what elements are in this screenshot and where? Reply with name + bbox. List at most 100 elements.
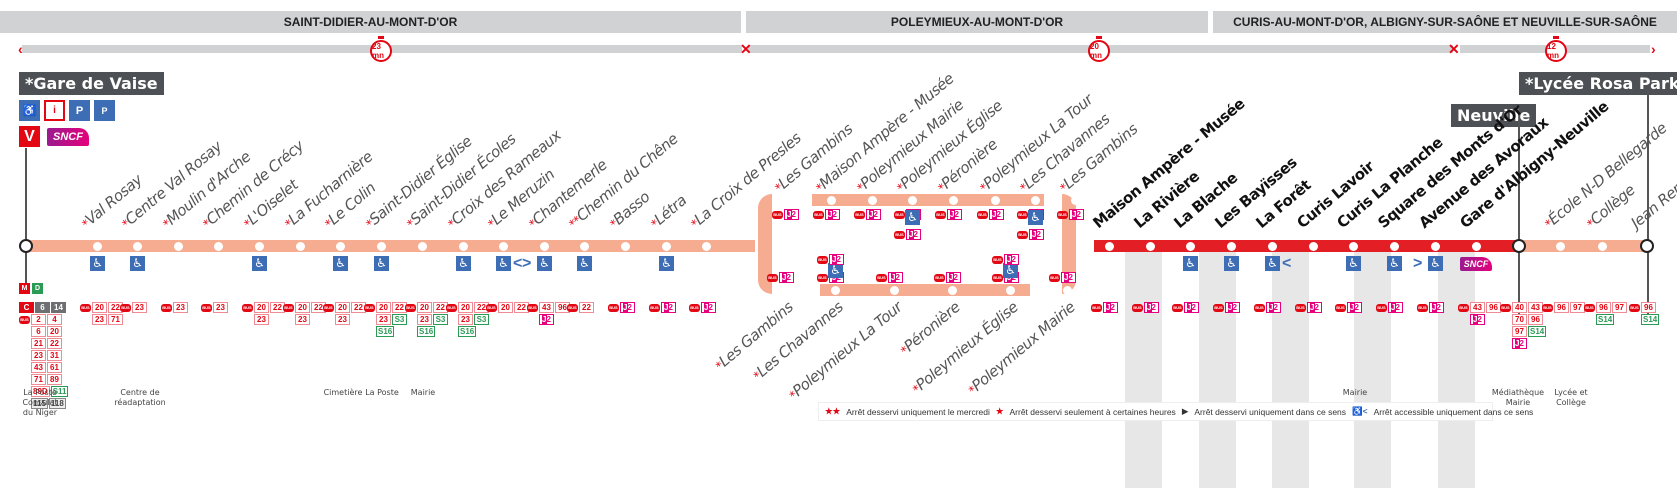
line-badge-96[interactable]: 96 [1641, 302, 1656, 313]
line-badge-14[interactable]: 14 [51, 302, 66, 313]
line-badge-20[interactable]: 20 [335, 302, 350, 313]
stop-dot[interactable] [948, 286, 957, 295]
line-badge-31[interactable]: 31 [47, 350, 62, 361]
line-badge-j2[interactable]: J2 [829, 254, 844, 265]
stop-label[interactable]: Jean Renoir [1627, 167, 1677, 232]
stop-dot[interactable] [868, 196, 877, 205]
line-badge-j2[interactable]: J2 [539, 314, 554, 325]
line-badge-j2[interactable]: J2 [620, 302, 635, 313]
line-badge-j2[interactable]: J2 [1144, 302, 1159, 313]
line-badge-j2[interactable]: J2 [701, 302, 716, 313]
line-badge-23[interactable]: 23 [335, 314, 350, 325]
line-badge-s3[interactable]: S3 [433, 314, 448, 325]
line-badge-71[interactable]: 71 [108, 314, 123, 325]
line-badge-4[interactable]: 4 [47, 314, 62, 325]
line-badge-j2[interactable]: J2 [1225, 302, 1240, 313]
line-badge-s14[interactable]: S14 [1528, 326, 1547, 337]
line-badge-20[interactable]: 20 [417, 302, 432, 313]
line-badge-40[interactable]: 40 [1512, 302, 1527, 313]
line-badge-96[interactable]: 96 [1596, 302, 1611, 313]
line-badge-j2[interactable]: J2 [1388, 302, 1403, 313]
line-badge-96[interactable]: 96 [1554, 302, 1569, 313]
stop-dot[interactable] [621, 242, 630, 251]
line-badge-97[interactable]: 97 [1570, 302, 1585, 313]
stop-dot[interactable] [1390, 242, 1399, 251]
line-badge-20[interactable]: 20 [376, 302, 391, 313]
stop-dot[interactable] [1556, 242, 1565, 251]
stop-dot[interactable] [174, 242, 183, 251]
line-badge-s16[interactable]: S16 [417, 326, 436, 337]
stop-dot[interactable] [1309, 242, 1318, 251]
line-badge-23[interactable]: 23 [92, 314, 107, 325]
stop-dot[interactable] [1349, 242, 1358, 251]
terminus-node-neuville[interactable] [1512, 239, 1526, 253]
stop-label[interactable]: *Létra [646, 191, 690, 232]
stop-dot[interactable] [949, 196, 958, 205]
line-badge-s11[interactable]: S11 [50, 386, 69, 397]
stop-dot[interactable] [1071, 196, 1080, 205]
stop-dot[interactable] [1105, 242, 1114, 251]
stop-dot[interactable] [133, 242, 142, 251]
stop-dot[interactable] [418, 242, 427, 251]
line-badge-6[interactable]: 6 [35, 302, 50, 313]
stop-dot[interactable] [499, 242, 508, 251]
line-badge-j2[interactable]: J2 [779, 272, 794, 283]
stop-dot[interactable] [336, 242, 345, 251]
line-badge-j2[interactable]: J2 [946, 272, 961, 283]
line-badge-20[interactable]: 20 [254, 302, 269, 313]
line-badge-23[interactable]: 23 [213, 302, 228, 313]
line-badge-j2[interactable]: J2 [1347, 302, 1362, 313]
line-badge-s14[interactable]: S14 [1596, 314, 1615, 325]
line-badge-s14[interactable]: S14 [1641, 314, 1660, 325]
stop-dot[interactable] [1227, 242, 1236, 251]
line-badge-70[interactable]: 70 [1512, 314, 1527, 325]
terminus-end[interactable]: *Lycée Rosa Park [1519, 72, 1677, 95]
stop-dot[interactable] [781, 286, 790, 295]
terminus-middle[interactable]: Neuville [1451, 104, 1537, 127]
line-badge-s16[interactable]: S16 [376, 326, 395, 337]
line-badge-43[interactable]: 43 [1528, 302, 1543, 313]
terminus-start[interactable]: *Gare de Vaise [19, 72, 164, 95]
stop-dot[interactable] [890, 286, 899, 295]
stop-dot[interactable] [93, 242, 102, 251]
stop-dot[interactable] [1598, 242, 1607, 251]
stop-dot[interactable] [540, 242, 549, 251]
line-badge-43[interactable]: 43 [1470, 302, 1485, 313]
stop-dot[interactable] [255, 242, 264, 251]
line-badge-21[interactable]: 21 [31, 338, 46, 349]
stop-dot[interactable] [1063, 286, 1072, 295]
line-badge-23[interactable]: 23 [254, 314, 269, 325]
stop-dot[interactable] [662, 242, 671, 251]
line-badge-23[interactable]: 23 [295, 314, 310, 325]
line-badge-j2[interactable]: J2 [1184, 302, 1199, 313]
line-badge-23[interactable]: 23 [31, 350, 46, 361]
line-badge-j2[interactable]: J2 [1061, 272, 1076, 283]
line-badge-97[interactable]: 97 [1512, 326, 1527, 337]
line-badge-23[interactable]: 23 [417, 314, 432, 325]
terminus-node-end[interactable] [1640, 239, 1654, 253]
terminus-node-start[interactable] [19, 239, 33, 253]
line-badge-96[interactable]: 96 [1528, 314, 1543, 325]
line-badge-j2[interactable]: J2 [866, 209, 881, 220]
line-badge-61[interactable]: 61 [47, 362, 62, 373]
line-badge-j2[interactable]: J2 [1307, 302, 1322, 313]
line-badge-43[interactable]: 43 [31, 362, 46, 373]
stop-dot[interactable] [1146, 242, 1155, 251]
line-badge-43[interactable]: 43 [539, 302, 554, 313]
stop-dot[interactable] [831, 286, 840, 295]
stop-dot[interactable] [1268, 242, 1277, 251]
line-badge-20[interactable]: 20 [498, 302, 513, 313]
line-badge-22[interactable]: 22 [579, 302, 594, 313]
stop-dot[interactable] [702, 242, 711, 251]
line-badge-j2[interactable]: J2 [1512, 338, 1527, 349]
line-badge-96[interactable]: 96 [1486, 302, 1501, 313]
line-badge-j2[interactable]: J2 [1103, 302, 1118, 313]
line-badge-115[interactable]: 115 [31, 398, 48, 409]
line-badge-23[interactable]: 23 [173, 302, 188, 313]
stop-dot[interactable] [991, 196, 1000, 205]
stop-dot[interactable] [1006, 286, 1015, 295]
line-badge-89[interactable]: 89 [47, 374, 62, 385]
stop-dot[interactable] [1472, 242, 1481, 251]
line-badge-j2[interactable]: J2 [1069, 209, 1084, 220]
line-badge-j2[interactable]: J2 [1004, 254, 1019, 265]
